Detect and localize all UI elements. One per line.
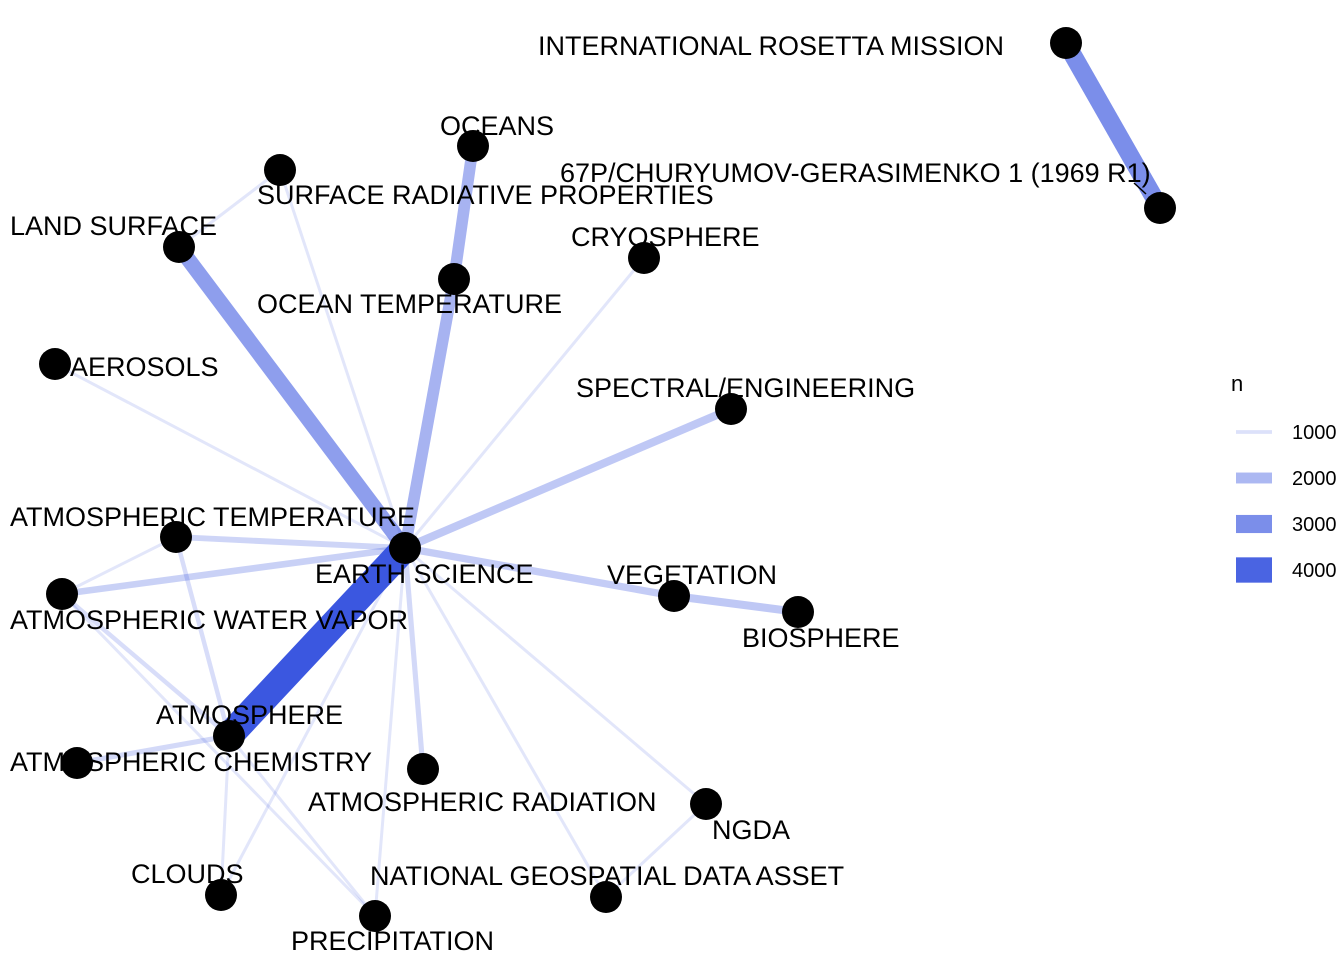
label-aerosols: AEROSOLS [70,352,219,382]
edge-earth-precip [373,547,407,917]
legend: n 1000 2000 3000 4000 [1231,371,1337,583]
edge-earth-cryo [403,257,646,549]
edge-earth-clouds [219,547,407,896]
node-oceantemp[interactable] [438,263,470,295]
edge-earth-ngda [404,546,707,806]
node-atmwater[interactable] [46,578,78,610]
edge-atmtemp-atmwater [61,535,177,596]
edge-earth-landsurf [172,242,412,553]
label-earth-science: EARTH SCIENCE [315,559,534,589]
node-biosphere[interactable] [782,596,814,628]
edge-earth-vegetation [404,544,675,600]
edge-atmosphere-atmchem [76,733,230,766]
node-rosetta[interactable] [1050,27,1082,59]
label-atmosphere: ATMOSPHERE [156,700,343,730]
edge-atmwater-atmosphere [60,592,231,738]
label-atmospheric-chemistry: ATMOSPHERIC CHEMISTRY [10,747,372,777]
edge-earth-atmosphere [218,538,416,746]
node-ngdaasset[interactable] [590,881,622,913]
node-landsurf[interactable] [163,231,195,263]
edge-earth-surfrad [278,169,407,549]
legend-items: 1000 2000 3000 4000 [1236,422,1337,583]
legend-label-1000: 1000 [1292,422,1337,444]
node-oceans[interactable] [457,130,489,162]
label-precipitation: PRECIPITATION [291,926,494,956]
node-atmosphere[interactable] [213,720,245,752]
labels-layer: INTERNATIONAL ROSETTA MISSION 67P/CHURYUM… [10,31,1151,956]
legend-key-1000 [1236,430,1272,434]
node-atmtemp[interactable] [160,521,192,553]
label-vegetation: VEGETATION [607,560,777,590]
edges-layer [54,38,1168,918]
edge-earth-ngdaasset [403,547,608,898]
label-atmospheric-radiation: ATMOSPHERIC RADIATION [308,787,657,817]
label-land-surface: LAND SURFACE [10,211,217,241]
label-biosphere: BIOSPHERE [742,623,900,653]
legend-key-4000 [1236,557,1272,583]
edge-landsurf-surfrad [178,168,281,249]
node-earth[interactable] [389,532,421,564]
label-surface-radiative-properties: SURFACE RADIATIVE PROPERTIES [257,180,714,210]
edge-oceantemp-oceans [448,145,479,280]
edge-earth-atmrad [402,547,426,770]
edge-atmwater-precip [60,592,377,918]
label-spectral-engineering: SPECTRAL/ENGINEERING [576,373,915,403]
edge-earth-atmtemp [175,534,406,551]
label-ocean-temperature: OCEAN TEMPERATURE [257,289,562,319]
nodes-layer [39,27,1176,932]
node-atmrad[interactable] [407,753,439,785]
edge-earth-aerosols [54,362,406,550]
edge-atmosphere-precip [227,735,377,917]
edge-vegetation-biosphere [673,592,799,616]
edge-ngdaasset-ngda [604,802,708,899]
node-surfrad[interactable] [264,154,296,186]
legend-label-4000: 4000 [1292,560,1337,582]
edge-earth-atmwater [61,544,406,598]
node-churyumov[interactable] [1144,192,1176,224]
label-67p-churyumov-gerasimenko-1-1969-r1: 67P/CHURYUMOV-GERASIMENKO 1 (1969 R1) [560,158,1151,188]
legend-key-2000 [1236,472,1272,484]
edge-earth-oceantemp [399,277,460,550]
label-oceans: OCEANS [440,111,554,141]
edge-atmosphere-clouds [219,735,231,896]
label-national-geospatial-data-asset: NATIONAL GEOSPATIAL DATA ASSET [370,861,844,891]
node-clouds[interactable] [205,879,237,911]
label-atmospheric-temperature: ATMOSPHERIC TEMPERATURE [10,502,415,532]
label-cryosphere: CRYOSPHERE [571,222,760,252]
label-atmospheric-water-vapor: ATMOSPHERIC WATER VAPOR [10,605,408,635]
edge-earth-spectral [403,405,733,552]
legend-label-3000: 3000 [1292,514,1337,536]
edge-rosetta-churyumov [1058,38,1168,213]
legend-key-3000 [1236,514,1272,534]
node-aerosols[interactable] [39,348,71,380]
label-leader-line [1133,182,1147,195]
edge-atmtemp-atmosphere [173,536,232,737]
label-clouds: CLOUDS [131,859,244,889]
node-spectral[interactable] [715,393,747,425]
node-precip[interactable] [359,900,391,932]
label-international-rosetta-mission: INTERNATIONAL ROSETTA MISSION [538,31,1004,61]
node-cryo[interactable] [628,242,660,274]
node-atmchem[interactable] [61,747,93,779]
legend-label-2000: 2000 [1292,468,1337,490]
node-vegetation[interactable] [658,580,690,612]
node-ngda[interactable] [690,788,722,820]
label-ngda: NGDA [712,815,790,845]
legend-title: n [1231,371,1243,396]
